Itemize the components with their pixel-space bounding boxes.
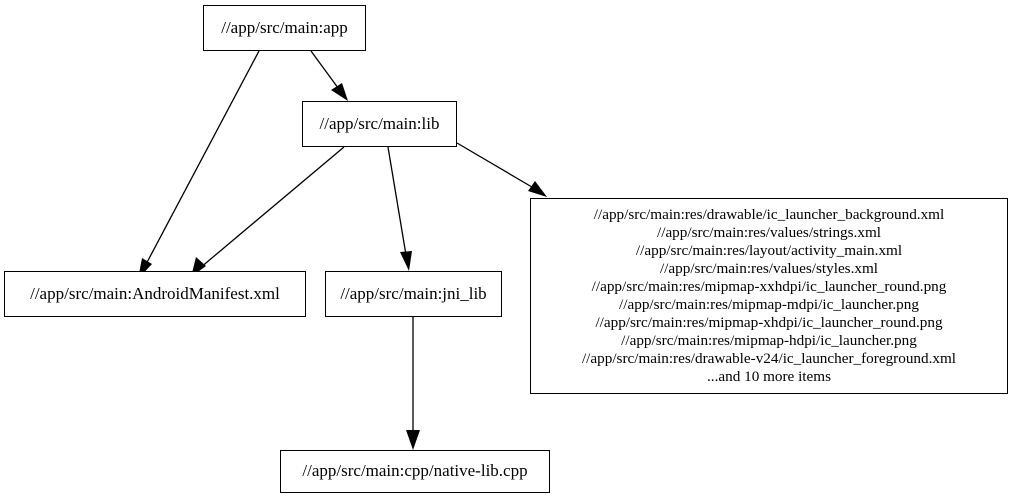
node-app-label: //app/src/main:app (221, 17, 348, 37)
node-res-group-label: //app/src/main:res/drawable/ic_launcher_… (581, 206, 957, 385)
edge-lib-to-jni (387, 146, 412, 271)
node-lib-target[interactable]: //app/src/main:lib (302, 101, 457, 147)
edge-lib-to-manifest (191, 146, 345, 277)
node-androidmanifest-label: //app/src/main:AndroidManifest.xml (30, 283, 280, 303)
node-app-target[interactable]: //app/src/main:app (203, 5, 366, 51)
edge-app-to-manifest (138, 50, 260, 279)
edge-jni-to-cpp (406, 317, 420, 450)
node-jni-lib-label: //app/src/main:jni_lib (340, 283, 487, 303)
node-jni-lib-target[interactable]: //app/src/main:jni_lib (325, 271, 502, 317)
edge-lib-to-res (456, 142, 547, 197)
node-lib-label: //app/src/main:lib (319, 113, 440, 133)
edge-app-to-lib (310, 50, 348, 101)
node-native-lib-cpp-label: //app/src/main:cpp/native-lib.cpp (302, 461, 528, 481)
node-native-lib-cpp-target[interactable]: //app/src/main:cpp/native-lib.cpp (280, 450, 550, 493)
node-androidmanifest-target[interactable]: //app/src/main:AndroidManifest.xml (4, 271, 306, 317)
node-res-group-target[interactable]: //app/src/main:res/drawable/ic_launcher_… (530, 198, 1008, 394)
